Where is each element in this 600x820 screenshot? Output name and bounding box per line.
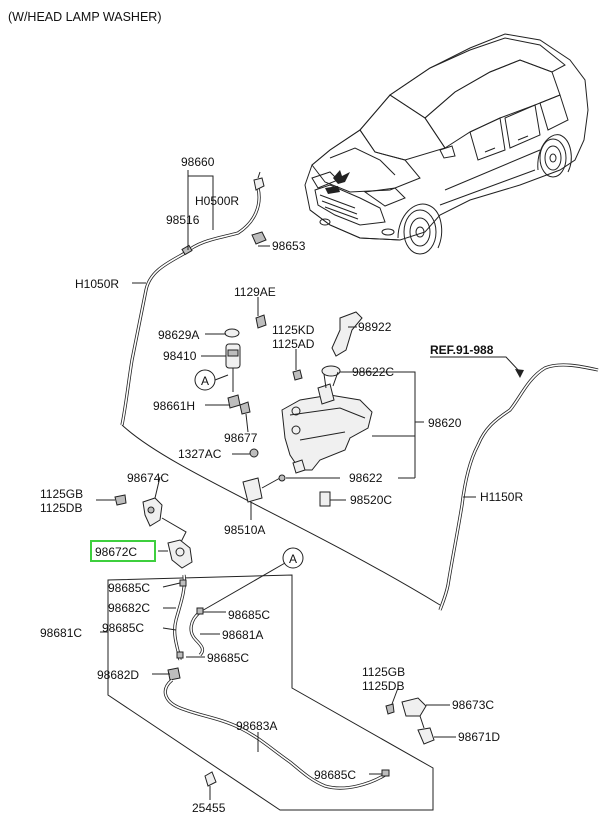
label-1125gb-left: 1125GB (40, 487, 83, 501)
label-1125db-right: 1125DB (362, 679, 404, 693)
label-98674c: 98674C (127, 471, 169, 485)
part-labels: 98660 H0500R 98516 98653 H1050R 1129AE 9… (40, 155, 523, 815)
label-1125db-left: 1125DB (40, 501, 82, 515)
svg-text:A: A (289, 552, 297, 566)
label-98685c-c: 98685C (102, 621, 144, 635)
label-98671d: 98671D (458, 730, 500, 744)
label-98620: 98620 (428, 416, 462, 430)
hose-h1050r (120, 171, 441, 606)
label-98683a: 98683A (236, 719, 277, 733)
label-98516: 98516 (166, 213, 200, 227)
diagram-header: (W/HEAD LAMP WASHER) (8, 10, 162, 24)
label-98685c-a: 98685C (108, 581, 150, 595)
highlight-box-98672c (90, 540, 156, 562)
label-98685c-d: 98685C (207, 651, 249, 665)
label-98673c: 98673C (452, 698, 494, 712)
label-h1050r: H1050R (75, 277, 119, 291)
label-98410: 98410 (163, 349, 197, 363)
label-98681a: 98681A (222, 628, 263, 642)
washer-motor-group (224, 314, 267, 415)
label-1327ac: 1327AC (178, 447, 222, 461)
leader-lines (96, 170, 524, 800)
label-25455: 25455 (192, 801, 226, 815)
washer-reservoir (242, 311, 373, 507)
reference-label: REF.91-988 (430, 343, 494, 357)
svg-text:A: A (201, 374, 209, 388)
callout-a-upper: A (194, 369, 229, 391)
label-h1150r: H1150R (480, 490, 523, 504)
label-1125ad: 1125AD (272, 337, 315, 351)
label-98681c: 98681C (40, 626, 82, 640)
label-1129ae: 1129AE (234, 285, 276, 299)
label-1125kd: 1125KD (272, 323, 315, 337)
label-98660: 98660 (181, 155, 215, 169)
label-98661h: 98661H (153, 399, 195, 413)
label-98685c-e: 98685C (314, 768, 356, 782)
hose-h1150r (438, 363, 599, 611)
label-98653: 98653 (272, 239, 306, 253)
label-98922: 98922 (358, 320, 392, 334)
left-nozzle-group (114, 494, 193, 569)
label-1125gb-right: 1125GB (362, 665, 405, 679)
label-98622: 98622 (349, 471, 383, 485)
label-98682c: 98682C (108, 601, 150, 615)
lower-hose-assembly: A (107, 547, 435, 811)
label-h0500r: H0500R (195, 194, 239, 208)
label-98510a: 98510A (224, 523, 265, 537)
label-98672c: 98672C (95, 545, 137, 559)
vehicle-illustration (304, 33, 589, 255)
label-98682d: 98682D (97, 668, 139, 682)
label-98677: 98677 (224, 431, 258, 445)
label-98520c: 98520C (350, 493, 392, 507)
label-98629a: 98629A (158, 328, 199, 342)
label-98685c-b: 98685C (228, 608, 270, 622)
label-98622c: 98622C (352, 365, 394, 379)
